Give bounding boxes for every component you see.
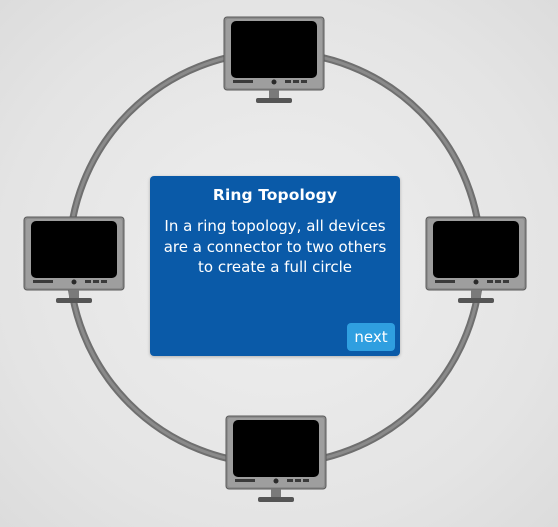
monitor-left — [23, 216, 125, 304]
info-title: Ring Topology — [212, 186, 338, 204]
next-button[interactable]: next — [347, 323, 395, 351]
monitor-bottom — [225, 415, 327, 503]
info-panel: Ring Topology In a ring topology, all de… — [150, 176, 400, 356]
monitor-right — [425, 216, 527, 304]
monitor-icon — [23, 216, 125, 303]
monitor-top — [223, 16, 325, 104]
monitor-icon — [225, 415, 327, 502]
info-description: In a ring topology, all devices are a co… — [163, 217, 387, 276]
monitor-icon — [425, 216, 527, 303]
monitor-icon — [223, 16, 325, 103]
